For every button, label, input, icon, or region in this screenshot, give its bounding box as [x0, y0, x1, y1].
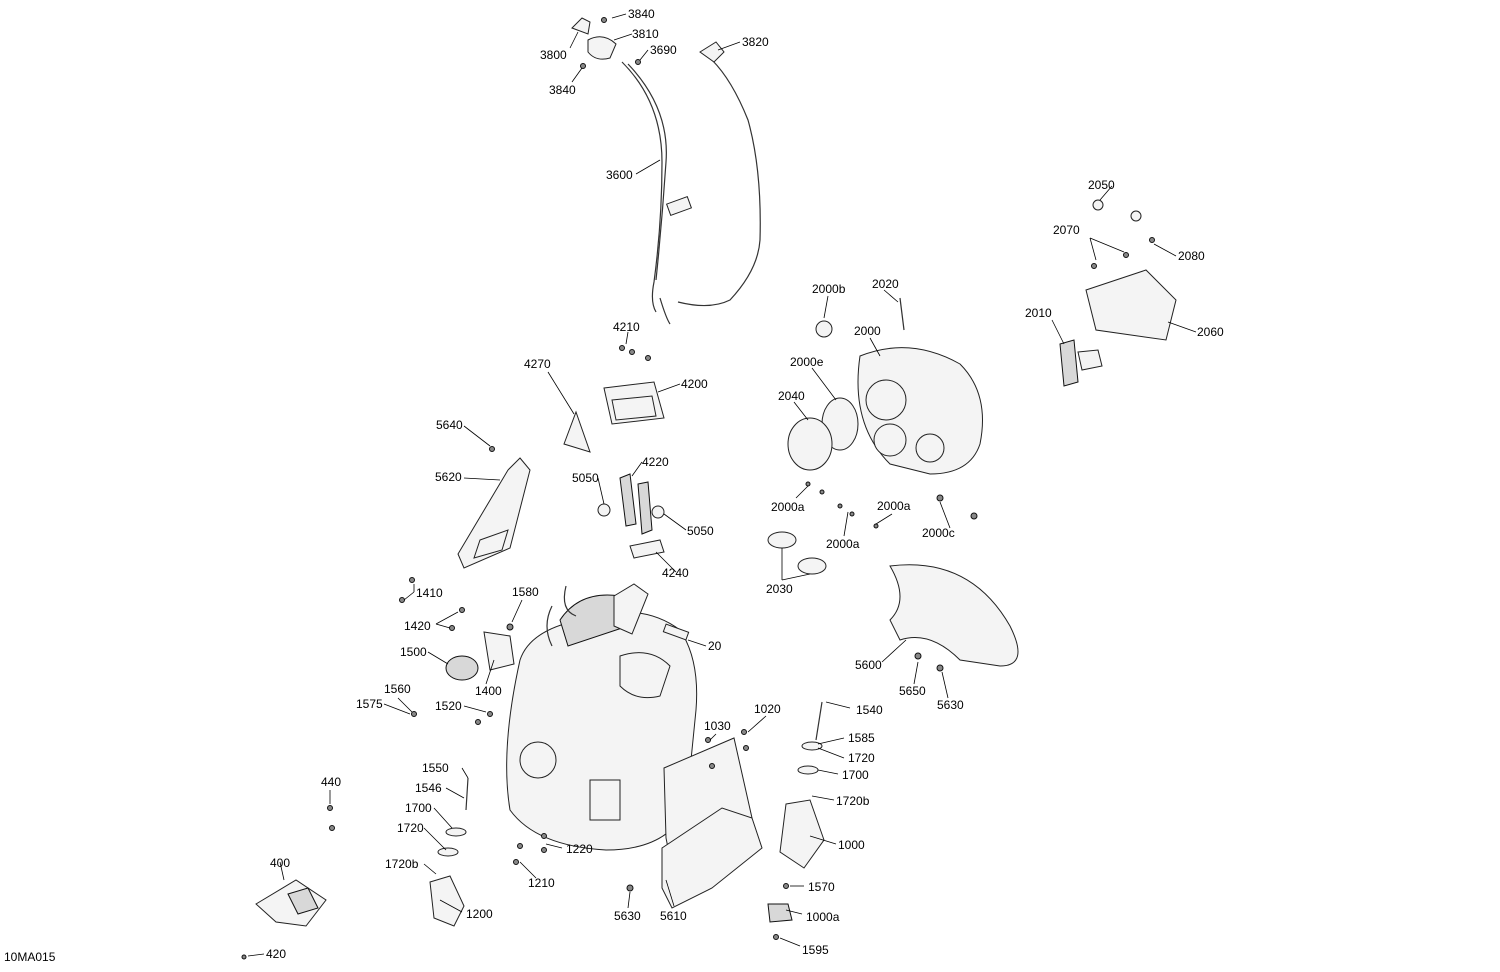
callout-label: 1560	[384, 682, 411, 696]
callout-label: 5050	[572, 471, 599, 485]
callout-label: 2000a	[877, 499, 911, 513]
callout-label: 2000	[854, 324, 881, 338]
callout-label: 1210	[528, 876, 555, 890]
callout-label: 4240	[662, 566, 689, 580]
callout-label: 1000	[838, 838, 865, 852]
callout-label: 3840	[628, 7, 655, 21]
leader-lines	[247, 13, 1197, 957]
callout-label: 3800	[540, 48, 567, 62]
callout-label: 1570	[808, 880, 835, 894]
callout-label: 2010	[1025, 306, 1052, 320]
callout-label: 2000b	[812, 282, 846, 296]
callout-label: 1720b	[385, 857, 419, 871]
callout-label: 4210	[613, 320, 640, 334]
callout-label: 4200	[681, 377, 708, 391]
callout-label: 420	[266, 947, 286, 961]
callout-label: 2040	[778, 389, 805, 403]
callout-label: 3820	[742, 35, 769, 49]
callout-label: 1030	[704, 719, 731, 733]
callout-label: 2000a	[826, 537, 860, 551]
callout-label: 1580	[512, 585, 539, 599]
callout-label: 1575	[356, 697, 383, 711]
callout-label: 1000a	[806, 910, 840, 924]
callout-label: 1720	[848, 751, 875, 765]
callout-label: 2000e	[790, 355, 824, 369]
callout-label: 5620	[435, 470, 462, 484]
callout-label: 3840	[549, 83, 576, 97]
callout-label: 1700	[842, 768, 869, 782]
callout-label: 1020	[754, 702, 781, 716]
parts-artwork	[241, 17, 1177, 960]
callout-label: 5600	[855, 658, 882, 672]
callout-label: 2050	[1088, 178, 1115, 192]
callout-label: 2020	[872, 277, 899, 291]
callout-label: 3810	[632, 27, 659, 41]
callout-labels: 3840 3810 3800 3690 3840 3820 3600 4210 …	[266, 7, 1224, 961]
callout-label: 1585	[848, 731, 875, 745]
callout-label: 5640	[436, 418, 463, 432]
callout-label: 1420	[404, 619, 431, 633]
callout-label: 2000a	[771, 500, 805, 514]
callout-label: 2060	[1197, 325, 1224, 339]
callout-label: 1546	[415, 781, 442, 795]
callout-label: 2000c	[922, 526, 955, 540]
callout-label: 400	[270, 856, 290, 870]
callout-label: 1410	[416, 586, 443, 600]
callout-label: 1540	[856, 703, 883, 717]
callout-label: 1500	[400, 645, 427, 659]
callout-label: 5050	[687, 524, 714, 538]
callout-label: 3600	[606, 168, 633, 182]
callout-label: 5610	[660, 909, 687, 923]
callout-label: 2030	[766, 582, 793, 596]
callout-label: 2070	[1053, 223, 1080, 237]
callout-label: 4220	[642, 455, 669, 469]
callout-label: 2080	[1178, 249, 1205, 263]
callout-label: 5650	[899, 684, 926, 698]
callout-label: 3690	[650, 43, 677, 57]
callout-label: 1220	[566, 842, 593, 856]
callout-label: 1400	[475, 684, 502, 698]
callout-label: 5630	[614, 909, 641, 923]
callout-label: 1200	[466, 907, 493, 921]
callout-label: 1700	[405, 801, 432, 815]
callout-label: 4270	[524, 357, 551, 371]
callout-label: 1595	[802, 943, 829, 957]
callout-label: 1520	[435, 699, 462, 713]
callout-label: 20	[708, 639, 722, 653]
callout-label: 440	[321, 775, 341, 789]
callout-label: 1720	[397, 821, 424, 835]
drawing-id-label: 10MA015	[4, 950, 56, 964]
callout-label: 5630	[937, 698, 964, 712]
callout-label: 1550	[422, 761, 449, 775]
callout-label: 1720b	[836, 794, 870, 808]
